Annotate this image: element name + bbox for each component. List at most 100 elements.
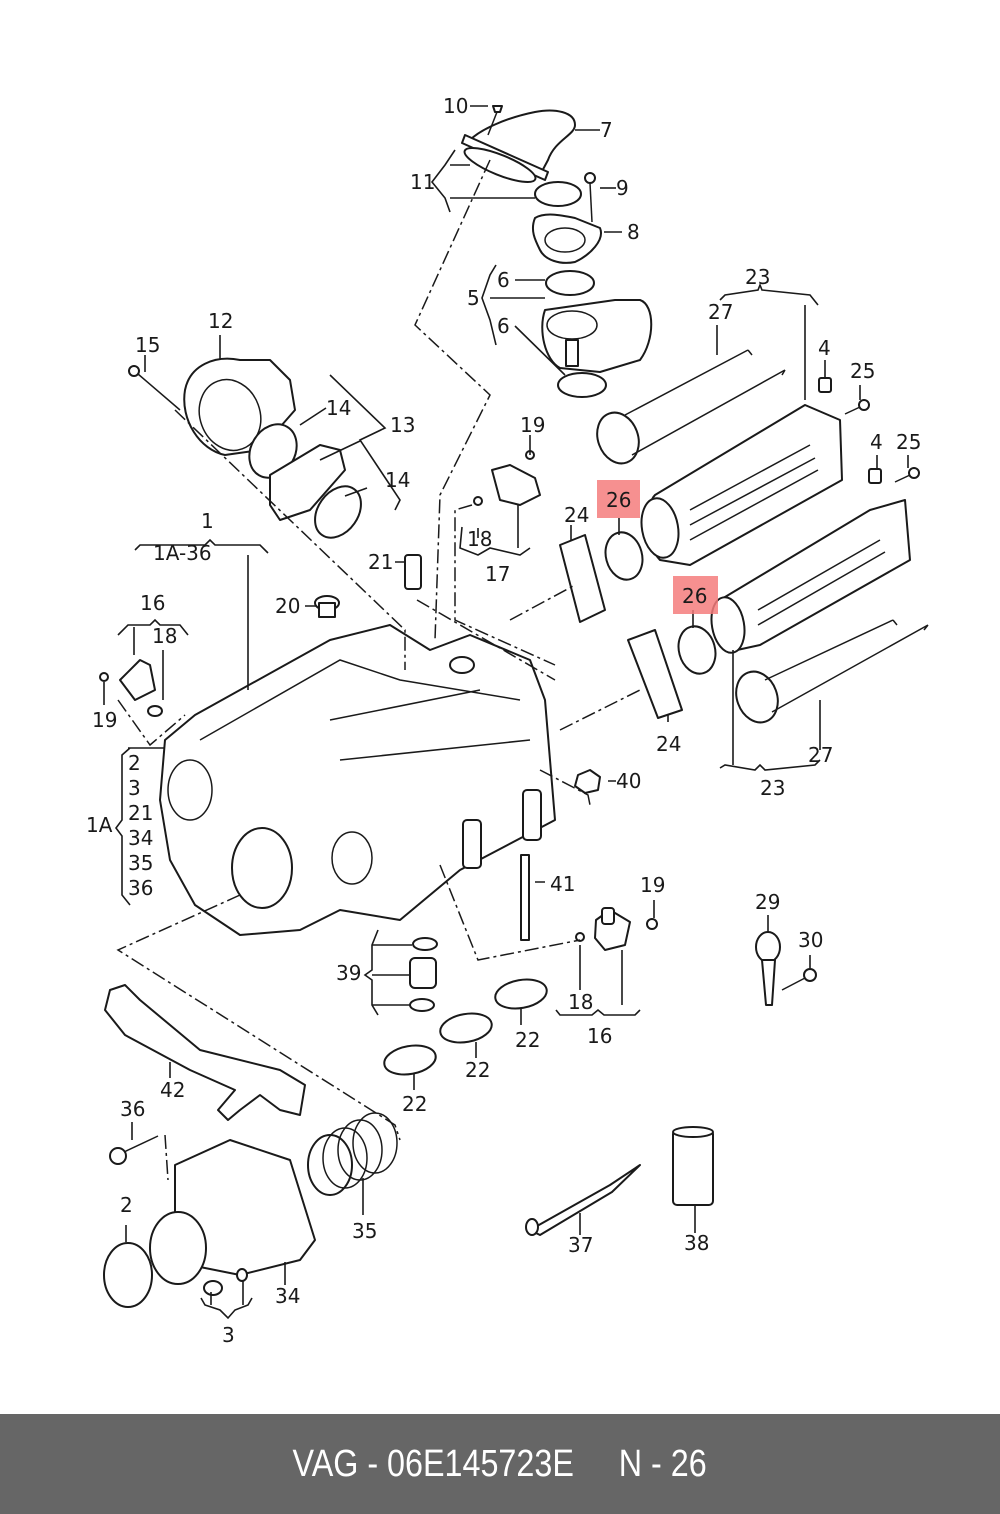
- callout-8[interactable]: 8: [627, 220, 640, 244]
- group-1a-item-3[interactable]: 3: [128, 776, 141, 800]
- callout-39[interactable]: 39: [336, 961, 361, 985]
- part-11-gasket: [463, 147, 537, 183]
- part-13-adapter: [269, 444, 346, 521]
- callout-15[interactable]: 15: [135, 333, 160, 357]
- part-36-bolt: [109, 1135, 159, 1165]
- callout-23-top[interactable]: 23: [745, 265, 770, 289]
- part-16-sensor-right: [575, 907, 658, 951]
- assembly-line: [174, 409, 406, 670]
- callout-2[interactable]: 2: [120, 1193, 133, 1217]
- part-26-oring-lower: [677, 625, 717, 675]
- callout-37[interactable]: 37: [568, 1233, 593, 1257]
- callout-9[interactable]: 9: [616, 176, 629, 200]
- group-1a-item-35[interactable]: 35: [128, 851, 153, 875]
- assembly-line: [454, 504, 556, 666]
- callout-18-top[interactable]: 18: [467, 527, 492, 551]
- assembly-line: [116, 894, 401, 1141]
- callout-1a-36[interactable]: 1A-36: [153, 541, 212, 565]
- assembly-line: [439, 864, 581, 961]
- assembly-line: [414, 159, 491, 641]
- part-4-plug-lower: [868, 468, 882, 484]
- callout-35[interactable]: 35: [352, 1219, 377, 1243]
- callout-27-bottom[interactable]: 27: [808, 743, 833, 767]
- part-41-stud: [520, 854, 530, 941]
- callout-22-middle[interactable]: 22: [465, 1058, 490, 1082]
- callout-25-lower[interactable]: 25: [896, 430, 921, 454]
- callout-19-right[interactable]: 19: [640, 873, 665, 897]
- callout-24-upper[interactable]: 24: [564, 503, 589, 527]
- callout-18-left[interactable]: 18: [152, 624, 177, 648]
- callout-27-top[interactable]: 27: [708, 300, 733, 324]
- callout-23-bottom[interactable]: 23: [760, 776, 785, 800]
- callout-1[interactable]: 1: [201, 509, 214, 533]
- part-6-oring-upper: [545, 270, 595, 296]
- callout-6-lower[interactable]: 6: [497, 314, 510, 338]
- callout-19-left[interactable]: 19: [92, 708, 117, 732]
- part-37-sealant-tube: [525, 1164, 641, 1236]
- callout-11[interactable]: 11: [410, 170, 435, 194]
- callout-3[interactable]: 3: [222, 1323, 235, 1347]
- callout-6-upper[interactable]: 6: [497, 268, 510, 292]
- callout-5[interactable]: 5: [467, 286, 480, 310]
- callout-21[interactable]: 21: [368, 550, 393, 574]
- callout-30[interactable]: 30: [798, 928, 823, 952]
- part-30-bolt: [781, 968, 817, 991]
- part-8-flange: [531, 213, 602, 264]
- callout-17[interactable]: 17: [485, 562, 510, 586]
- callout-14-lower[interactable]: 14: [385, 468, 410, 492]
- exploded-parts-diagram: 10 7 11 9 8 6 5 6 23 27 4 25 4 25 12 15 …: [86, 94, 929, 1347]
- group-1a-item-21[interactable]: 21: [128, 801, 153, 825]
- part-16-sensor-left: [99, 659, 163, 717]
- callout-18-right[interactable]: 18: [568, 990, 593, 1014]
- part-1-supercharger-housing: [159, 624, 556, 936]
- part-27-cooler-insert-upper: [596, 349, 786, 465]
- callout-22-left[interactable]: 22: [402, 1092, 427, 1116]
- part-4-plug-upper: [818, 377, 832, 393]
- callout-26-lower[interactable]: 26: [682, 584, 707, 608]
- part-3-plug: [203, 1268, 248, 1296]
- part-39-pipe-union: [409, 937, 438, 1012]
- part-21-fitting: [404, 554, 422, 590]
- assembly-line: [416, 599, 556, 681]
- group-1a-item-36[interactable]: 36: [128, 876, 153, 900]
- callout-25-upper[interactable]: 25: [850, 359, 875, 383]
- callout-20[interactable]: 20: [275, 594, 300, 618]
- part-38-oil-filter: [672, 1126, 714, 1206]
- callout-12[interactable]: 12: [208, 309, 233, 333]
- footer-part-label: VAG - 06E145723E N - 26: [292, 1442, 708, 1485]
- callout-41[interactable]: 41: [550, 872, 575, 896]
- part-23-intercooler-upper: [640, 404, 843, 566]
- group-1a-item-34[interactable]: 34: [128, 826, 153, 850]
- part-27-cooler-insert-lower: [735, 619, 929, 724]
- callout-4-lower[interactable]: 4: [870, 430, 883, 454]
- callout-22-right[interactable]: 22: [515, 1028, 540, 1052]
- part-24-gasket-lower: [627, 629, 683, 719]
- callout-16-left[interactable]: 16: [140, 591, 165, 615]
- callout-29[interactable]: 29: [755, 890, 780, 914]
- callout-34[interactable]: 34: [275, 1284, 300, 1308]
- part-34-outlet-flange: [149, 1139, 316, 1285]
- callout-42[interactable]: 42: [160, 1078, 185, 1102]
- callout-26-upper[interactable]: 26: [606, 488, 631, 512]
- callout-24-lower[interactable]: 24: [656, 732, 681, 756]
- callout-13[interactable]: 13: [390, 413, 415, 437]
- callout-38[interactable]: 38: [684, 1231, 709, 1255]
- part-42-coolant-pipe: [104, 984, 306, 1121]
- callout-36[interactable]: 36: [120, 1097, 145, 1121]
- callout-7[interactable]: 7: [600, 118, 613, 142]
- callout-40[interactable]: 40: [616, 769, 641, 793]
- part-17-sensor: [473, 450, 541, 506]
- callout-4-upper[interactable]: 4: [818, 336, 831, 360]
- callout-16-right[interactable]: 16: [587, 1024, 612, 1048]
- part-24-gasket-upper: [559, 534, 606, 623]
- part-2-cap: [103, 1242, 153, 1308]
- group-1a-item-2[interactable]: 2: [128, 751, 141, 775]
- part-5-throttle-body: [541, 299, 653, 373]
- callout-1a[interactable]: 1A: [86, 813, 113, 837]
- callout-14-upper[interactable]: 14: [326, 396, 351, 420]
- callout-19-top[interactable]: 19: [520, 413, 545, 437]
- part-35-spring: [307, 1112, 398, 1196]
- assembly-line: [164, 1134, 169, 1181]
- part-10-bolt: [487, 105, 503, 136]
- callout-10[interactable]: 10: [443, 94, 468, 118]
